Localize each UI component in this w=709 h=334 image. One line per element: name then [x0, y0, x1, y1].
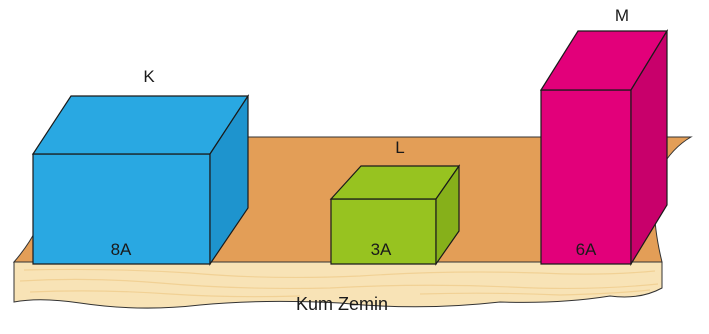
- box-k: K 8A: [31, 67, 250, 266]
- box-l: L 3A: [329, 138, 461, 266]
- box-m: M 6A: [539, 6, 669, 267]
- sand-texture-line: [29, 290, 301, 298]
- box-l-label: L: [395, 138, 404, 157]
- sand-texture: [19, 268, 659, 298]
- sand-texture-line: [19, 278, 659, 290]
- sand-ground-front-face: [13, 261, 663, 309]
- box-m-side-face: [630, 28, 668, 267]
- ground-label: Kum Zemin: [296, 294, 388, 314]
- box-k-side-face: [209, 93, 249, 266]
- box-m-label: M: [615, 6, 629, 25]
- box-l-face-value: 3A: [371, 240, 392, 259]
- box-k-label: K: [143, 67, 155, 86]
- box-m-face-value: 6A: [576, 240, 597, 259]
- sand-texture-line: [419, 289, 651, 296]
- box-l-side-face: [435, 164, 460, 266]
- box-k-face-value: 8A: [111, 240, 132, 259]
- sand-texture-line: [23, 268, 656, 279]
- box-m-front-face: [540, 89, 632, 265]
